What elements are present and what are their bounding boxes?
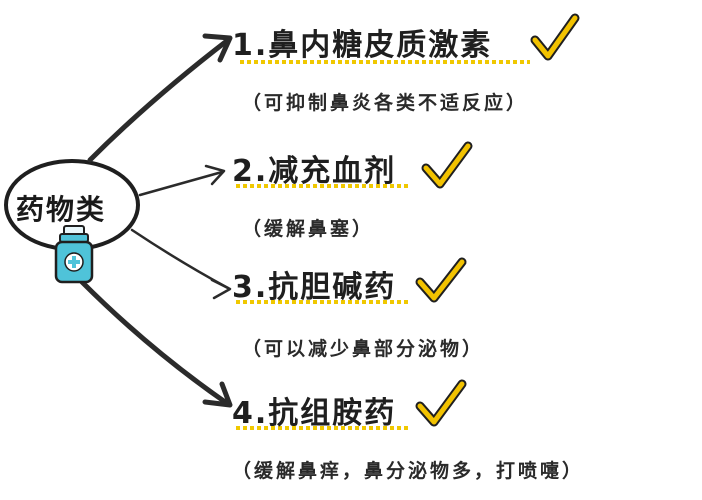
arrow-4 [79, 279, 233, 408]
arrow-2 [138, 164, 226, 197]
checkmark-icon [415, 257, 467, 303]
item-4-note: （缓解鼻痒，鼻分泌物多，打喷嚏） [232, 460, 585, 482]
center-node-label: 药物类 [16, 193, 107, 226]
checkmark-icon [530, 13, 580, 61]
item-4-title: 4.抗组胺药 [232, 396, 397, 431]
checkmark-icon [415, 379, 467, 427]
item-2-title: 2.减充血剂 [232, 154, 397, 189]
arrow-3 [130, 228, 232, 300]
item-3-title: 3.抗胆碱药 [232, 270, 397, 305]
arrow-1 [87, 33, 233, 163]
checkmark-icon [421, 141, 473, 189]
medicine-bottle-icon [54, 225, 94, 284]
item-3-note: （可以减少鼻部分泌物） [242, 338, 485, 360]
item-1-note: （可抑制鼻炎各类不适反应） [242, 92, 529, 114]
item-2-note: （缓解鼻塞） [242, 218, 375, 240]
item-1-title: 1.鼻内糖皮质激素 [232, 28, 493, 63]
